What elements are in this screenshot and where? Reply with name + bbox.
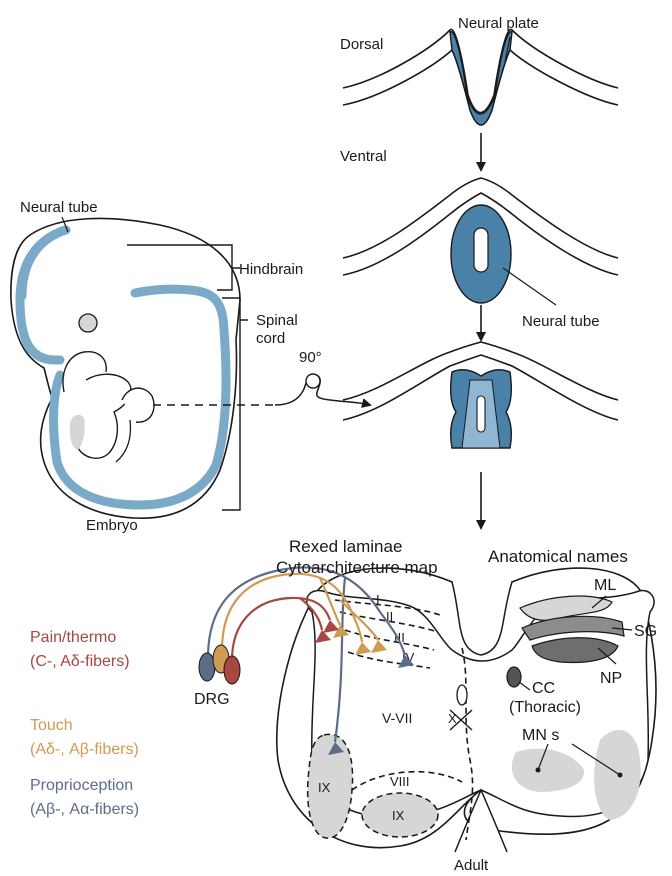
rexed-title-line2: Cytoarchitecture map — [276, 558, 438, 577]
central-canal-region — [457, 685, 467, 705]
anatomical-title: Anatomical names — [488, 547, 628, 566]
ventral-label: Ventral — [340, 148, 387, 165]
neural-plate-stage: Neural plate Dorsal Ventral — [340, 15, 618, 165]
dorsal-label: Dorsal — [340, 36, 383, 53]
embryo-body-outline — [11, 218, 240, 518]
rotation-label: 90° — [299, 349, 322, 366]
legend-pain-line1: Pain/thermo — [30, 629, 116, 646]
fiber-legend: Pain/thermo (C-, Aδ-fibers) Touch (Aδ-, … — [30, 629, 139, 818]
neural-tube-mid-label: Neural tube — [522, 313, 600, 330]
early-cord-canal — [477, 396, 485, 432]
legend-touch-line2: (Aδ-, Aβ-fibers) — [30, 741, 139, 758]
otic-vesicle — [79, 314, 97, 332]
lamina-x-label: X — [448, 711, 457, 726]
cc-label: CC — [532, 680, 555, 697]
rexed-title-line1: Rexed laminae — [289, 537, 402, 556]
early-spinal-cord-stage — [343, 342, 618, 448]
embryo: Neural tube Embryo — [11, 199, 240, 534]
hindbrain-label: Hindbrain — [239, 261, 303, 278]
adult-label: Adult — [454, 857, 489, 874]
lamina-i-label: I — [376, 592, 380, 607]
adult-spinal-cord: I II III IV V-VII VIII X IX IX ML SG NP … — [277, 568, 657, 874]
legend-pain-line2: (C-, Aδ-fibers) — [30, 653, 130, 670]
neural-plate-label: Neural plate — [458, 15, 539, 32]
ml-label: ML — [594, 577, 616, 594]
neural-plate-surface-outer — [343, 29, 618, 112]
lamina-viii-label: VIII — [390, 774, 410, 789]
central-canal-cc — [507, 667, 521, 687]
mns-label: MN s — [522, 727, 559, 744]
rotation-path — [275, 375, 370, 405]
legend-proprio-line1: Proprioception — [30, 777, 133, 794]
lamina-ix-left-label: IX — [318, 780, 331, 795]
motor-neuron-area-2 — [594, 730, 641, 820]
drg-pain-cell — [224, 656, 240, 684]
rotation-circle — [306, 374, 320, 388]
drg-label: DRG — [194, 691, 230, 708]
sg-label: SG — [634, 623, 657, 640]
neural-tube-pointer — [503, 268, 556, 305]
lamina-ix-bottom-label: IX — [392, 808, 405, 823]
spinal-label: Spinal — [256, 312, 298, 329]
cord-label: cord — [256, 330, 285, 347]
legend-touch-line1: Touch — [30, 717, 73, 734]
neural-tube-lumen — [474, 228, 488, 272]
lamina-v-vii-label: V-VII — [382, 710, 412, 726]
np-label: NP — [600, 670, 622, 687]
mns-dot-1 — [536, 768, 541, 773]
embryo-label: Embryo — [86, 517, 138, 534]
legend-proprio-line2: (Aβ-, Aα-fibers) — [30, 801, 139, 818]
mns-dot-2 — [618, 773, 623, 778]
thoracic-label: (Thoracic) — [509, 699, 581, 716]
neural-tube-left-label: Neural tube — [20, 199, 98, 216]
